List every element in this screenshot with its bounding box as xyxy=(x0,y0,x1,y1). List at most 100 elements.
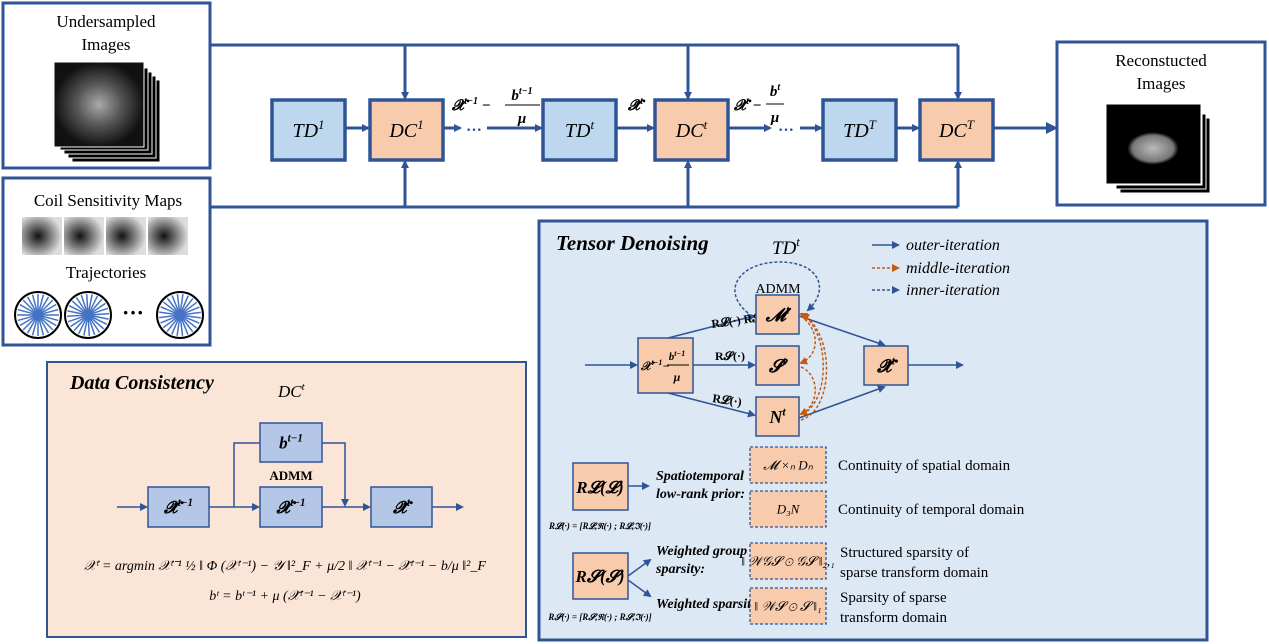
svg-text:low-rank prior:: low-rank prior: xyxy=(656,487,745,502)
td-subtitle: TDt xyxy=(772,234,800,259)
td-block-4: TDT xyxy=(821,98,898,162)
svg-text:bt−1: bt−1 xyxy=(511,86,532,104)
svg-text:Spatiotemporal: Spatiotemporal xyxy=(656,469,744,484)
svg-text:sparsity:: sparsity: xyxy=(655,562,705,577)
legend-inner: inner-iteration xyxy=(906,282,1000,299)
undersampled-title-line2: Images xyxy=(81,35,130,54)
svg-text:𝓜 ×ₙ Dₙ: 𝓜 ×ₙ Dₙ xyxy=(763,458,813,473)
td-node-0: 𝓜t xyxy=(755,294,800,335)
legend: outer-iteration middle-iteration inner-i… xyxy=(872,237,1010,299)
td-block-2: TDt xyxy=(541,98,618,162)
svg-text:μ: μ xyxy=(517,111,526,127)
svg-text:DC1: DC1 xyxy=(388,117,423,142)
pipeline-dots-1: ··· xyxy=(466,122,482,139)
svg-text:bt: bt xyxy=(770,82,782,100)
svg-text:𝓧t −: 𝓧t − xyxy=(733,96,762,114)
svg-text:Weighted sparsity:: Weighted sparsity: xyxy=(656,597,762,612)
feed-lines xyxy=(210,43,1058,209)
rs-box-label: R𝓢(𝓢) xyxy=(575,567,625,586)
svg-text:𝓧t−1 −: 𝓧t−1 − xyxy=(451,96,491,114)
svg-text:μ: μ xyxy=(770,110,779,126)
undersampled-title-line1: Undersampled xyxy=(56,12,156,31)
dc-admm-label: ADMM xyxy=(269,468,312,483)
coil-map-images xyxy=(22,217,188,255)
dc-equation-1: 𝒳ᵗ = argmin 𝒳ᵗ⁻¹ ½ ‖ Φ (𝒳ᵗ⁻¹) − 𝒴 ‖²_F +… xyxy=(84,559,486,574)
inner-iteration-loop xyxy=(734,261,820,314)
svg-text:μ: μ xyxy=(673,370,681,384)
reconstructed-title-line2: Images xyxy=(1136,74,1185,93)
pipeline-dots-2: ··· xyxy=(778,122,794,139)
term-box-0: 𝓜 ×ₙ Dₙ xyxy=(749,446,827,484)
svg-text:Nt: Nt xyxy=(768,406,786,427)
td-block-0: TD1 xyxy=(270,98,347,162)
svg-text:𝓧̃t: 𝓧̃t xyxy=(627,96,646,114)
term-box-1: D₃N xyxy=(749,490,827,528)
td-node-2: Nt xyxy=(755,396,800,437)
dc-block-1: DC1 xyxy=(368,98,445,162)
term-description: Structured sparsity of xyxy=(840,545,969,561)
dc-block-3: DCt xyxy=(653,98,730,162)
pipeline-blocks: TD1 DC1 TDt DCt TDT DCT xyxy=(270,98,995,162)
middle-iteration-arcs xyxy=(799,312,828,421)
term-description: sparse transform domain xyxy=(840,565,989,581)
term-box-3: ‖ 𝒲𝓢 ⊙ 𝓢 ‖₁ xyxy=(749,587,827,625)
svg-text:‖ 𝒲𝓢 ⊙ 𝓢 ‖₁: ‖ 𝒲𝓢 ⊙ 𝓢 ‖₁ xyxy=(754,599,821,614)
svg-text:‖ 𝒲𝒢𝓢 ⊙ 𝒢𝓢 ‖₂,₁: ‖ 𝒲𝒢𝓢 ⊙ 𝒢𝓢 ‖₂,₁ xyxy=(741,554,834,569)
undersampled-image-stack xyxy=(53,61,161,163)
dc-equation-2: bᵗ = bᵗ⁻¹ + μ (𝒳̃ᵗ⁻¹ − 𝒳ᵗ⁻¹) xyxy=(209,589,361,604)
svg-text:TDt: TDt xyxy=(565,117,595,142)
term-description: Continuity of spatial domain xyxy=(838,458,1011,474)
data-consistency-title: Data Consistency xyxy=(69,372,214,394)
svg-text:DCT: DCT xyxy=(938,117,975,142)
legend-outer: outer-iteration xyxy=(906,237,1000,254)
svg-text:bt−1: bt−1 xyxy=(669,349,686,363)
dc-box-1: bt−1 xyxy=(259,422,323,463)
reconstructed-title-line1: Reconstucted xyxy=(1115,51,1207,70)
td-edges xyxy=(585,313,964,419)
dc-subtitle: DCt xyxy=(277,381,306,401)
svg-text:bt−1: bt−1 xyxy=(279,433,303,453)
svg-text:TDT: TDT xyxy=(843,117,877,142)
term-description: Continuity of temporal domain xyxy=(838,502,1025,518)
prior-low-rank: R𝓛(𝓛) R𝓛(·) = [R𝓛,ℜ(·) ; R𝓛,ℑ(·)] Spatio… xyxy=(548,462,745,531)
prior-sparse: R𝓢(𝓢) R𝓢(·) = [R𝓢,ℜ(·) ; R𝓢,ℑ(·)] Weight… xyxy=(547,544,762,622)
td-node-1: 𝓢t xyxy=(755,345,800,386)
trajectory-icons xyxy=(14,291,204,339)
svg-text:Weighted group: Weighted group xyxy=(656,544,747,559)
dc-box-3: 𝓧̃t xyxy=(370,486,433,528)
svg-text:DCt: DCt xyxy=(675,117,708,142)
svg-text:𝒳t−1−: 𝒳t−1− xyxy=(640,358,670,373)
term-box-2: ‖ 𝒲𝒢𝓢 ⊙ 𝒢𝓢 ‖₂,₁ xyxy=(741,542,835,580)
rl-definition: R𝓛(·) = [R𝓛,ℜ(·) ; R𝓛,ℑ(·)] xyxy=(548,521,651,531)
edge-label-s: R𝓢(·) xyxy=(715,349,745,363)
pipeline-label-3: 𝓧t − bt μ xyxy=(733,82,784,126)
tensor-denoising-panel: Tensor Denoising TDt outer-iteration mid… xyxy=(537,219,1209,642)
reconstructed-image-stack xyxy=(1105,103,1211,194)
term-description: transform domain xyxy=(840,610,948,626)
pipeline-label-2: 𝓧̃t xyxy=(627,96,646,114)
dc-box-2: 𝓧t−1 xyxy=(259,486,323,528)
undersampled-images-panel: Undersampled Images xyxy=(1,1,212,170)
trajectory-ellipsis: ··· xyxy=(122,300,144,325)
pipeline-label-1: 𝓧t−1 − bt−1 μ xyxy=(451,86,540,127)
rl-box-label: R𝓛(𝓛) xyxy=(575,478,623,497)
svg-text:𝓜t: 𝓜t xyxy=(765,304,792,325)
legend-middle: middle-iteration xyxy=(906,260,1010,277)
dc-block-5: DCT xyxy=(918,98,995,162)
coil-trajectory-panel: Coil Sensitivity Maps Trajectories ··· xyxy=(1,176,212,347)
rs-definition: R𝓢(·) = [R𝓢,ℜ(·) ; R𝓢,ℑ(·)] xyxy=(547,612,651,622)
edge-label-n: R𝓛(·) xyxy=(712,391,743,409)
td-output-node: 𝓧̃t xyxy=(863,345,909,386)
td-input-box: 𝒳t−1− bt−1 μ xyxy=(637,337,694,394)
td-admm-label: ADMM xyxy=(755,282,801,297)
trajectories-title: Trajectories xyxy=(66,263,147,282)
reconstructed-images-panel: Reconstucted Images xyxy=(1055,40,1267,207)
svg-text:D₃N: D₃N xyxy=(776,502,801,517)
svg-text:TD1: TD1 xyxy=(292,117,324,142)
dc-edges xyxy=(117,442,464,511)
